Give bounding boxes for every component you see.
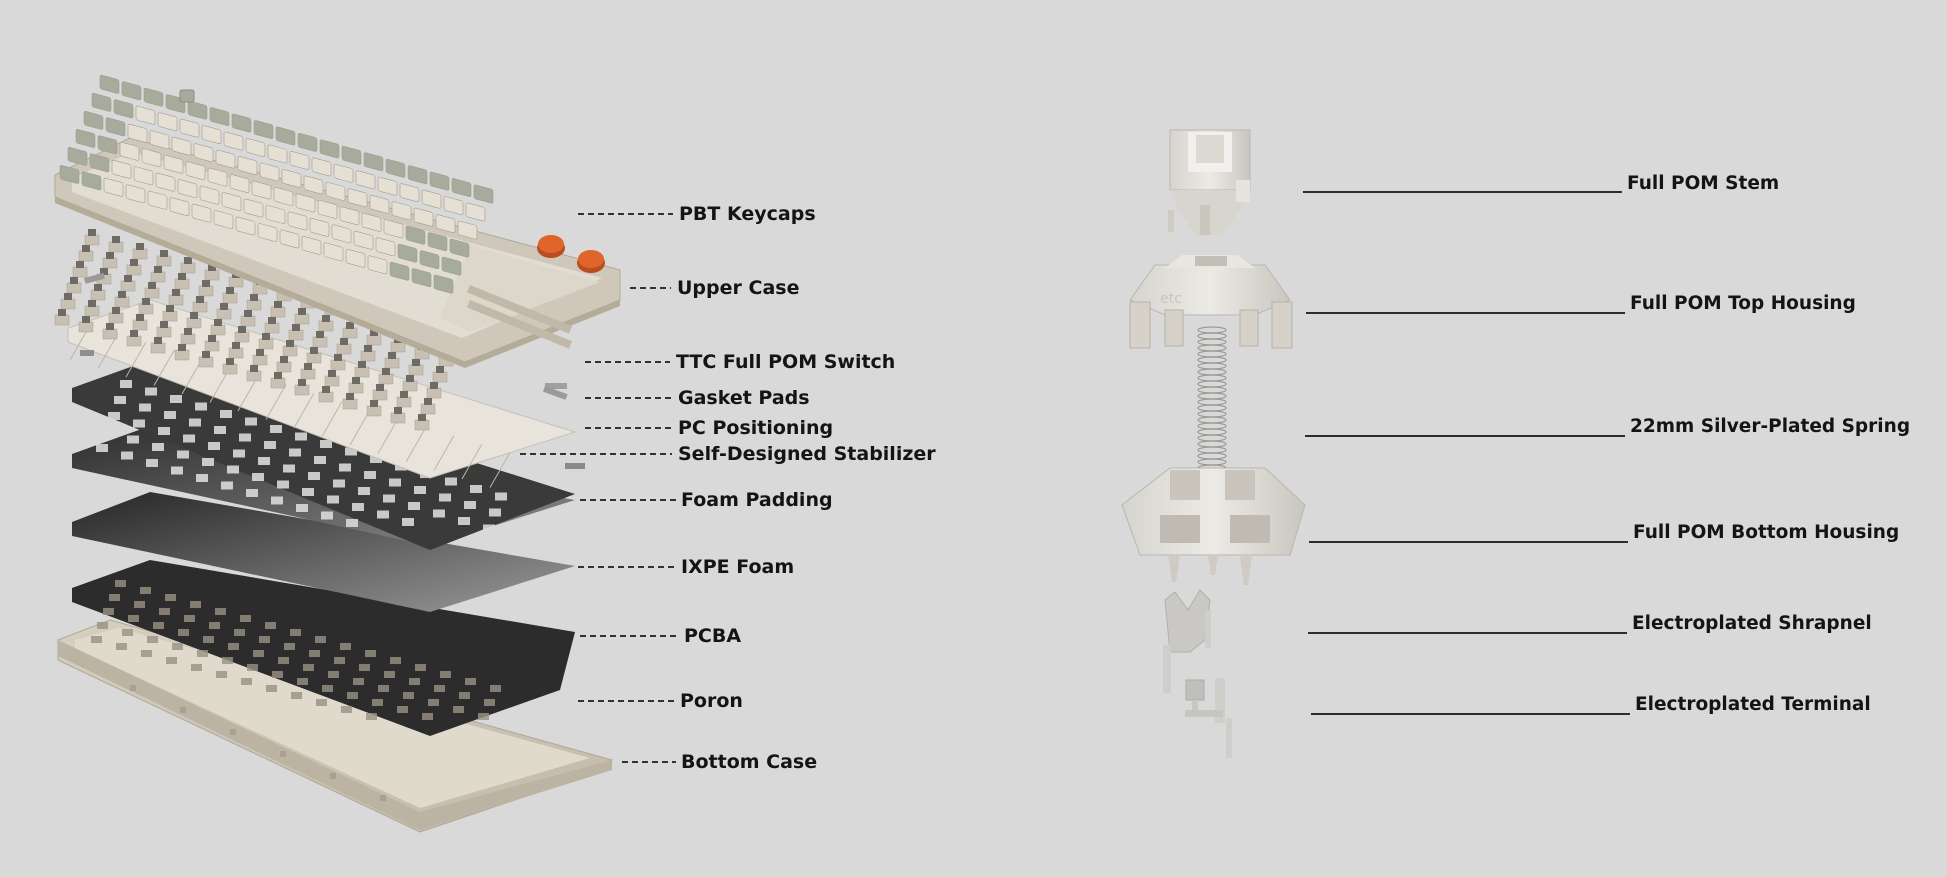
label-upper-case: Upper Case	[677, 277, 800, 299]
switch-top-housing-illustration: etc	[1129, 255, 1293, 349]
label-pcba: PCBA	[684, 625, 742, 647]
label-bottom-case: Bottom Case	[681, 751, 818, 773]
label-full-pom-top-housing: Full POM Top Housing	[1630, 293, 1856, 314]
switch-bottom-housing-illustration	[1121, 467, 1306, 585]
label-self-designed-stabilizer: Self-Designed Stabilizer	[678, 443, 936, 465]
label-ttc-full-pom-switch: TTC Full POM Switch	[676, 351, 896, 373]
switch-terminal-illustration	[1185, 678, 1232, 758]
label-pc-positioning: PC Positioning	[678, 417, 834, 439]
label-gasket-pads: Gasket Pads	[678, 387, 810, 409]
keycaps-illustration	[59, 74, 494, 294]
switch-layer-illustration	[54, 229, 460, 431]
bottom-case-illustration	[57, 619, 614, 833]
label-full-pom-bottom-housing: Full POM Bottom Housing	[1633, 522, 1900, 543]
switch-stem-illustration	[1168, 129, 1251, 235]
label-pbt-keycaps: PBT Keycaps	[679, 203, 816, 225]
ixpe-foam-illustration	[72, 492, 575, 612]
label-electroplated-shrapnel: Electroplated Shrapnel	[1632, 613, 1872, 634]
label-22mm-silver-plated-spring: 22mm Silver-Plated Spring	[1630, 416, 1911, 437]
keyboard-leader-lines	[520, 213, 678, 763]
switch-shrapnel-illustration	[1163, 589, 1211, 693]
label-full-pom-stem: Full POM Stem	[1627, 173, 1780, 194]
label-electroplated-terminal: Electroplated Terminal	[1635, 694, 1871, 715]
pcba-illustration	[72, 560, 575, 736]
svg-text:etc: etc	[1160, 291, 1182, 307]
switch-leader-lines	[1303, 191, 1630, 715]
orange-knob-icon	[537, 235, 605, 273]
pc-positioning-illustration	[67, 299, 577, 488]
label-poron: Poron	[680, 690, 743, 712]
label-ixpe-foam: IXPE Foam	[681, 556, 795, 578]
label-foam-padding: Foam Padding	[681, 489, 833, 511]
gasket-pad-bits	[84, 272, 585, 469]
